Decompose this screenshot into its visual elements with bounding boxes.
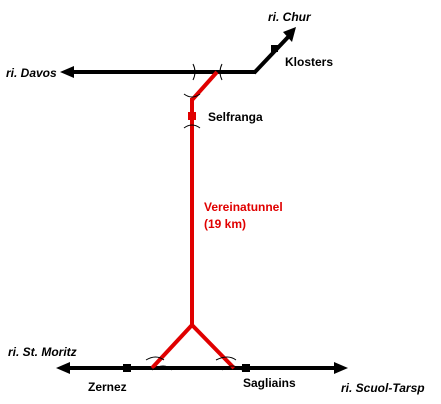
sagliains-station-icon [242, 364, 250, 372]
direction-chur-label: ri. Chur [268, 10, 312, 24]
klosters-station-icon [271, 45, 278, 52]
klosters-chur-line [252, 33, 292, 75]
wye-west-branch [150, 323, 194, 370]
direction-st-moritz-label: ri. St. Moritz [8, 345, 77, 359]
wye-east-branch [190, 323, 236, 370]
davos-arrow-icon [60, 66, 74, 78]
tunnel-length-label: (19 km) [204, 217, 246, 231]
station-zernez-label: Zernez [88, 380, 127, 394]
zernez-station-icon [123, 364, 131, 372]
selfranga-station-icon [188, 112, 196, 120]
station-selfranga-label: Selfranga [208, 110, 263, 124]
station-klosters-label: Klosters [285, 55, 333, 69]
scuol-arrow-icon [334, 362, 348, 374]
tunnel-portal-icon [145, 63, 243, 371]
chur-arrow-icon [283, 27, 296, 42]
st-moritz-arrow-icon [56, 362, 70, 374]
tunnel-name-label: Vereinatunnel [204, 200, 283, 214]
direction-scuol-label: ri. Scuol-Tarsp [341, 381, 425, 395]
klosters-junction-link [190, 70, 219, 102]
direction-davos-label: ri. Davos [6, 66, 57, 80]
station-sagliains-label: Sagliains [243, 376, 296, 390]
